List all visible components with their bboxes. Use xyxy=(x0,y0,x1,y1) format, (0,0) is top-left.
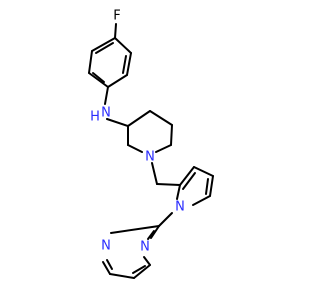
bond-pyrrole-inner-1 xyxy=(182,172,196,190)
atom-pyrimidine-n1: N xyxy=(101,239,111,254)
bond-pym-c2-n3 xyxy=(150,225,160,239)
atom-amine-h: H xyxy=(90,110,100,125)
bond-pym-inner-3 xyxy=(106,259,113,270)
bond-pyrrole-to-pyrimidine xyxy=(158,212,173,227)
bond-pyrrole-n1-c2 xyxy=(176,184,181,200)
atom-pyrimidine-n3: N xyxy=(140,240,150,255)
bond-pip-c5-c6 xyxy=(170,124,173,146)
bond-pym-inner-2 xyxy=(132,265,146,274)
bond-pip-n1-c2 xyxy=(127,144,143,153)
bond-pyrrole-inner-2 xyxy=(205,178,209,195)
bond-pym-n1-c2 xyxy=(110,225,160,234)
bond-pym-n3-c4 xyxy=(143,256,151,266)
bond-ring1-to-amine xyxy=(104,86,109,105)
bond-c-f xyxy=(114,23,117,39)
bond-pip-c3-c4 xyxy=(127,110,151,127)
bond-ring1-inner-3 xyxy=(95,42,114,54)
bonds xyxy=(88,23,214,279)
bond-ring1-inner-1 xyxy=(122,55,127,74)
bond-pip-c6-n1 xyxy=(155,144,172,153)
bond-ring1-top-right xyxy=(114,37,132,54)
molecule-structure-diagram: F N H N N N N xyxy=(88,9,214,279)
bond-pyrrole-c2-c3 xyxy=(179,166,195,186)
bond-pyrrole-c3-c4 xyxy=(193,166,214,177)
bond-ring1-inner-2 xyxy=(92,72,105,83)
bond-pyrrole-c5-n1 xyxy=(192,195,211,206)
bond-pym-inner-1 xyxy=(147,230,155,240)
bond-pip-n-to-ch2 xyxy=(151,162,158,185)
bond-pym-c4-c5 xyxy=(133,264,151,279)
bond-pym-c6-n1 xyxy=(102,261,111,275)
bond-ring1-left xyxy=(88,50,93,74)
atom-labels: F N H N N N N xyxy=(90,9,185,255)
bond-ring1-right-lower xyxy=(107,74,128,88)
atom-amine-n: N xyxy=(101,106,111,121)
bond-ring1-right-upper xyxy=(126,52,132,76)
atom-fluorine: F xyxy=(113,9,120,24)
bond-ring1-top-left xyxy=(91,37,116,52)
bond-ring1-bottom-left xyxy=(88,72,109,88)
bond-pyrrole-c4-c5 xyxy=(209,175,214,197)
bond-pip-c4-c5 xyxy=(149,110,173,126)
bond-amine-to-piperidine xyxy=(106,118,129,127)
bond-ch2-to-pyrrole xyxy=(156,183,181,186)
atom-piperidine-n: N xyxy=(145,150,155,165)
bond-pym-c5-c6 xyxy=(109,273,135,279)
atom-pyrrole-n: N xyxy=(175,200,185,215)
